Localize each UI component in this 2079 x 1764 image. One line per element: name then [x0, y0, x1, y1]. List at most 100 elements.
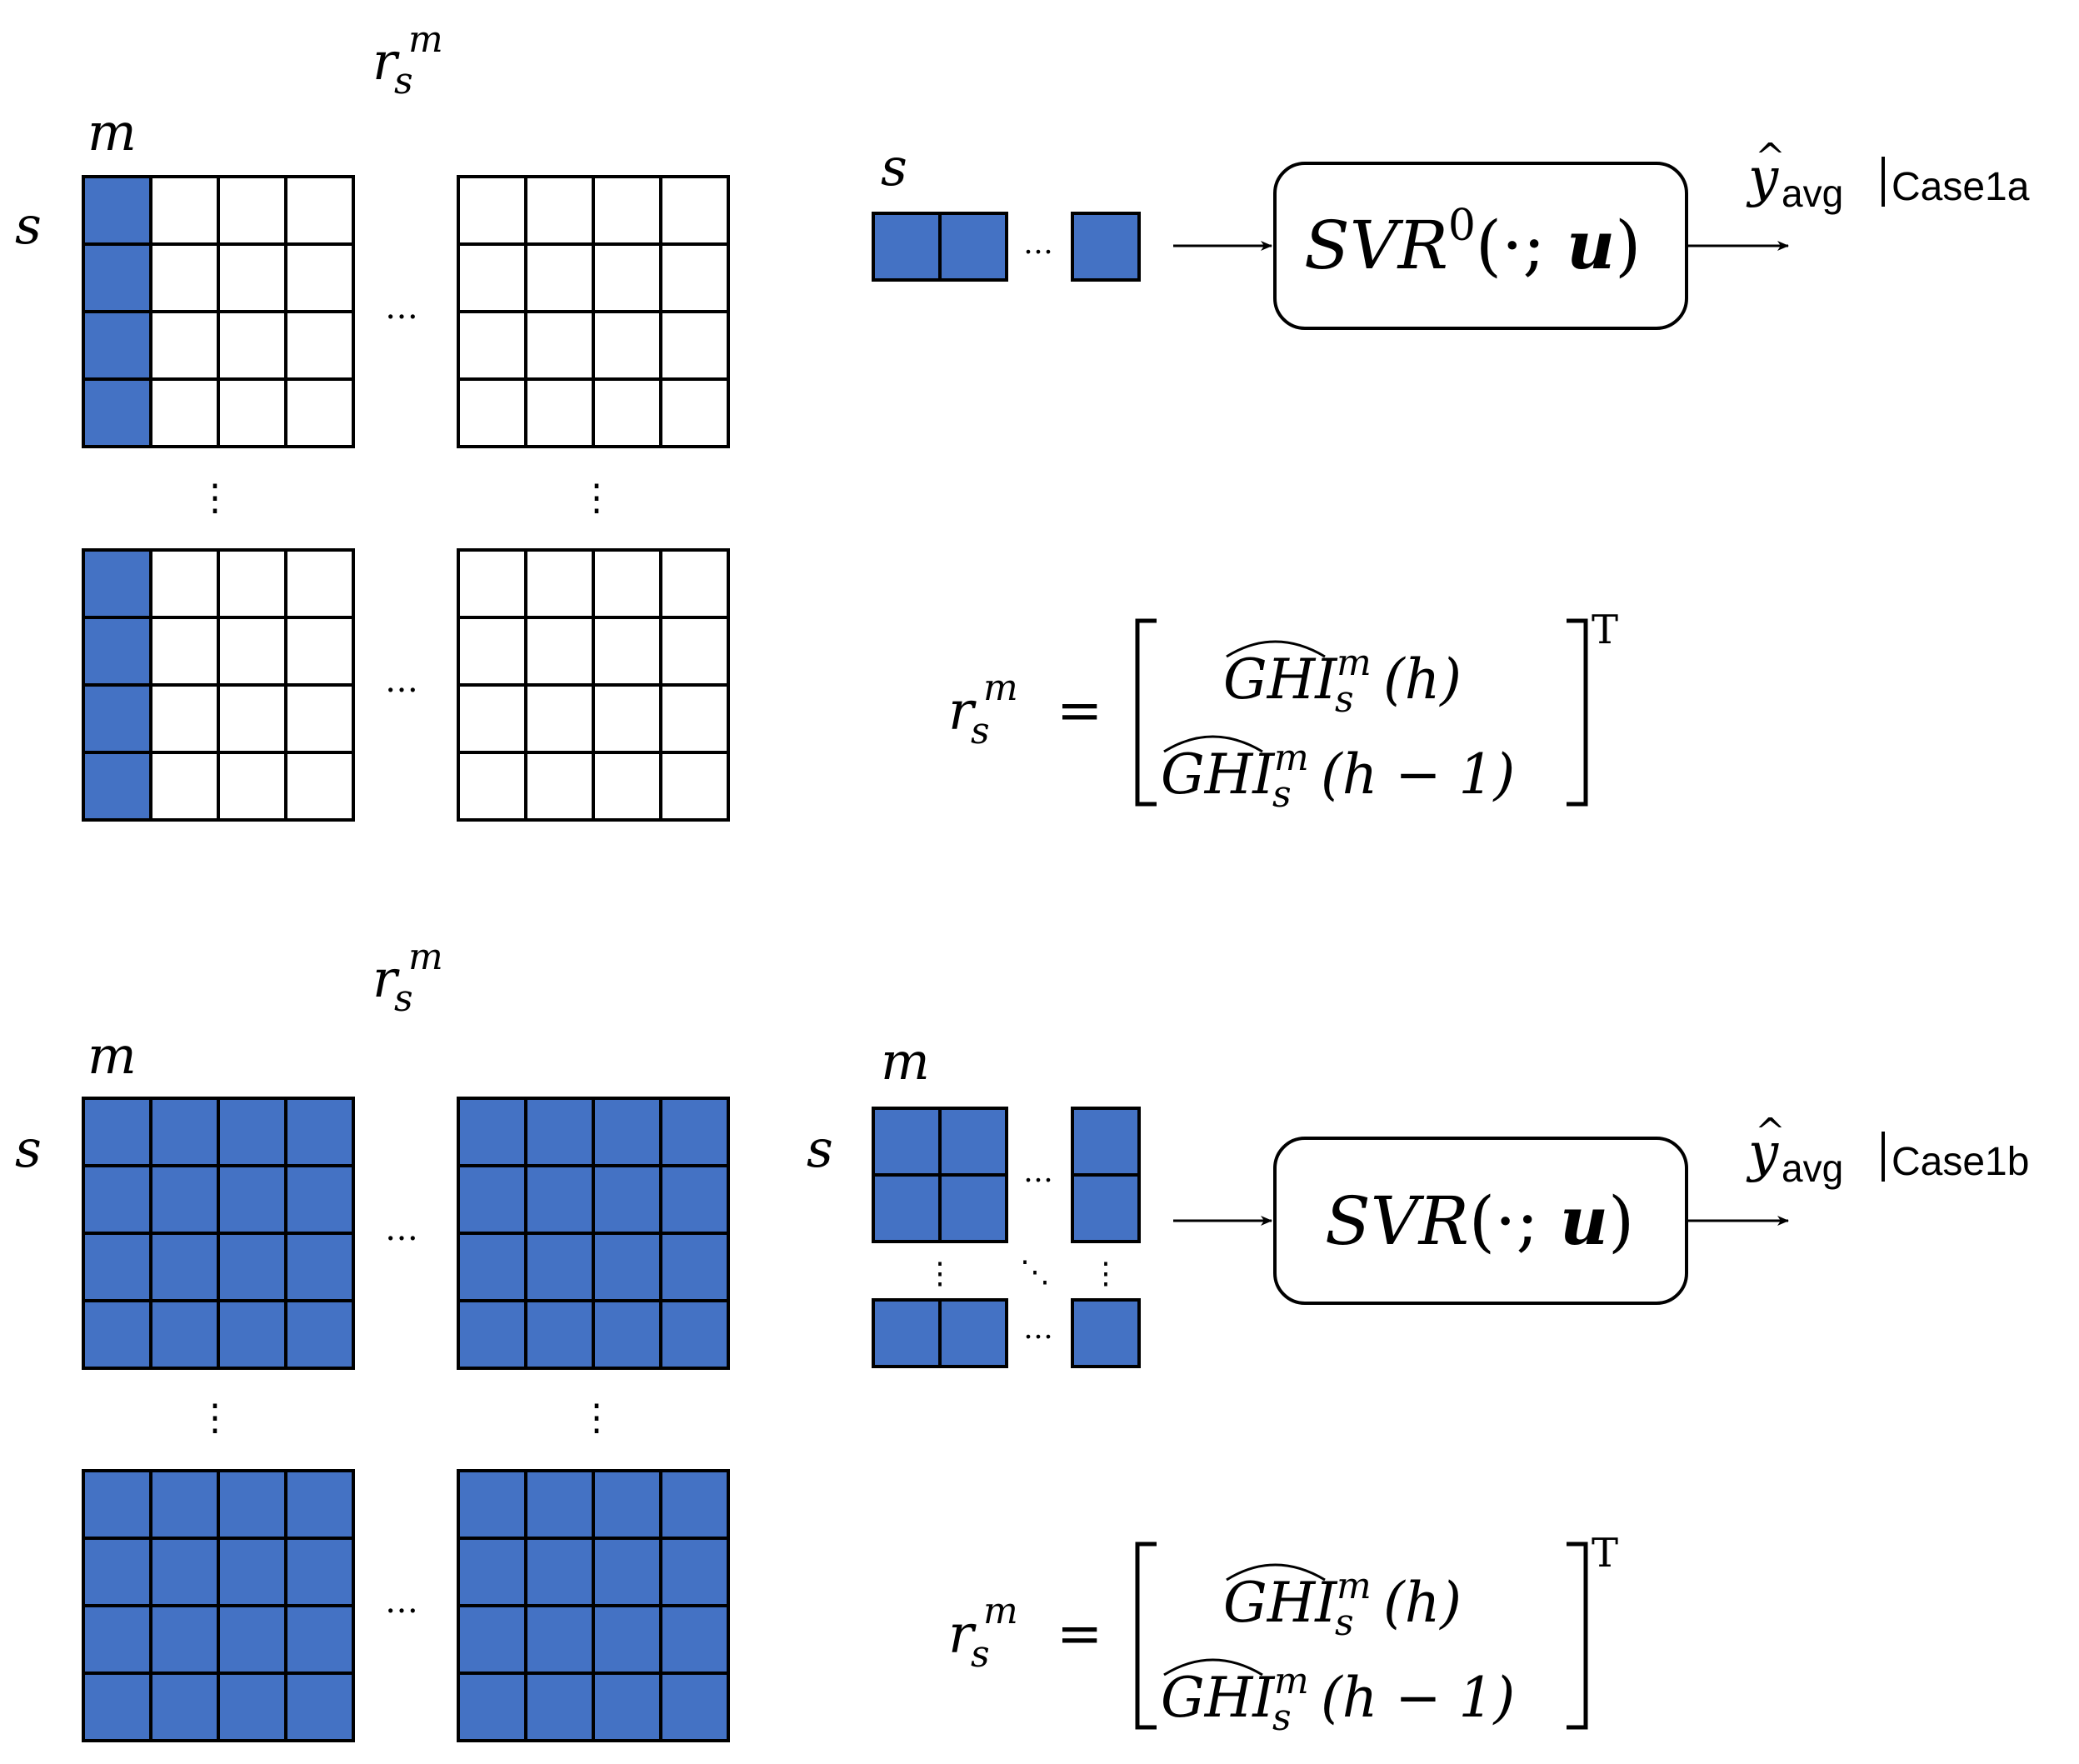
r-superscript: m — [408, 936, 443, 978]
matrix-cell — [217, 751, 287, 822]
model-args: (·; — [1469, 1182, 1560, 1260]
case1b-output-label: y ^ avg Case1b — [1746, 1111, 2029, 1190]
matrix-cell-selected — [457, 1537, 527, 1607]
case1a-matrix-grid — [82, 175, 730, 822]
matrix-cell — [149, 242, 220, 313]
feature-matrix — [457, 1469, 730, 1742]
matrix-cell-selected — [82, 751, 152, 822]
s-axis-label: s — [15, 195, 42, 256]
row1-superscript: m — [1337, 1565, 1372, 1607]
matrix-cell — [457, 377, 527, 448]
matrix-cell — [524, 242, 595, 313]
model-args: (·; — [1476, 207, 1567, 284]
matrix-cell-selected — [524, 1164, 595, 1235]
model-box-frame — [1273, 162, 1688, 330]
row2-subscript: s — [1272, 773, 1292, 816]
vector-s-label: s — [881, 137, 907, 197]
matrix-cell-selected — [82, 310, 152, 381]
vertical-ellipsis: ⋮ — [197, 477, 233, 519]
matrix-cell-selected — [217, 1232, 287, 1302]
matrix-cell-selected — [217, 1469, 287, 1540]
matrix-cell — [592, 548, 662, 619]
eq-r-subscript: s — [971, 1633, 990, 1676]
mini-cell — [938, 1107, 1008, 1177]
matrix-cell-selected — [659, 1164, 730, 1235]
matrix-cell — [524, 310, 595, 381]
matrix-cell-selected — [659, 1672, 730, 1742]
case-label: Case1a — [1892, 165, 2030, 209]
m-axis-label: m — [87, 102, 137, 162]
hat-accent — [1226, 1563, 1326, 1582]
matrix-cell — [217, 616, 287, 687]
row1-superscript: m — [1337, 642, 1372, 684]
horizontal-ellipsis: … — [1023, 1155, 1053, 1189]
matrix-cell — [149, 751, 220, 822]
mini-cell — [872, 1107, 942, 1177]
eq-r-base: r — [948, 1604, 977, 1666]
matrix-cell — [149, 175, 220, 246]
vertical-ellipsis: ⋮ — [197, 1397, 233, 1439]
svr0-model-box: SVR0(·; u) — [1273, 162, 1688, 330]
model-close: ) — [1615, 207, 1641, 284]
matrix-cell-selected — [524, 1537, 595, 1607]
row1-argument: (h) — [1383, 647, 1462, 712]
matrix-cell — [149, 548, 220, 619]
matrix-cell-selected — [149, 1469, 220, 1540]
matrix-cell — [457, 242, 527, 313]
matrix-cell — [284, 175, 355, 246]
right-bracket — [1567, 1542, 1588, 1730]
case1a-r-label: r s m — [372, 18, 443, 102]
horizontal-ellipsis: … — [1023, 227, 1053, 261]
horizontal-ellipsis: … — [1023, 1312, 1053, 1346]
matrix-cell-selected — [217, 1537, 287, 1607]
matrix-cell — [457, 175, 527, 246]
matrix-cell — [659, 751, 730, 822]
eq-equals: = — [1057, 678, 1102, 742]
matrix-cell-selected — [82, 242, 152, 313]
eq-r-superscript: m — [983, 667, 1018, 709]
mini-cell — [872, 1173, 942, 1243]
mini-cell — [1071, 1107, 1141, 1177]
matrix-cell — [659, 242, 730, 313]
matrix-cell-selected — [217, 1164, 287, 1235]
matrix-cell-selected — [659, 1299, 730, 1370]
case1b-matrix-grid — [82, 1097, 730, 1742]
matrix-cell-selected — [149, 1672, 220, 1742]
diagonal-ellipsis: ⋱ — [1020, 1255, 1050, 1289]
matrix-cell-selected — [149, 1299, 220, 1370]
matrix-cell — [284, 310, 355, 381]
feature-matrix — [82, 548, 355, 822]
y-subscript-avg: avg — [1782, 172, 1843, 215]
vertical-ellipsis: ⋮ — [1091, 1257, 1121, 1291]
matrix-cell-selected — [659, 1232, 730, 1302]
case1b-panel: r s m m s … … ⋮ ⋮ m s … … ⋮ ⋮ ⋱ — [15, 936, 2029, 1742]
case1b-input-matrix: … … ⋮ ⋮ ⋱ — [872, 1107, 1141, 1368]
matrix-cell — [524, 175, 595, 246]
hat-mark: ^ — [1755, 136, 1786, 178]
matrix-cell-selected — [284, 1537, 355, 1607]
feature-matrix — [82, 1469, 355, 1742]
matrix-cell — [659, 616, 730, 687]
matrix-cell-selected — [284, 1097, 355, 1167]
matrix-cell-selected — [82, 1469, 152, 1540]
case1a-input-vector: … — [872, 212, 1141, 282]
hat-mark: ^ — [1755, 1111, 1786, 1153]
matrix-cell — [592, 377, 662, 448]
model-close: ) — [1608, 1182, 1634, 1260]
matrix-cell — [457, 683, 527, 754]
model-u: u — [1560, 1182, 1608, 1260]
feature-matrix — [457, 548, 730, 822]
matrix-cell-selected — [457, 1164, 527, 1235]
matrix-cell-selected — [659, 1469, 730, 1540]
matrix-cell — [217, 377, 287, 448]
matrix-cell — [659, 310, 730, 381]
matrix-cell-selected — [659, 1604, 730, 1675]
matrix-cell-selected — [659, 1537, 730, 1607]
matrix-cell-selected — [82, 1537, 152, 1607]
matrix-cell — [592, 616, 662, 687]
r-base: r — [372, 31, 400, 92]
s-axis-label: s — [15, 1118, 42, 1179]
eq-r-superscript: m — [983, 1590, 1018, 1632]
row1-subscript: s — [1335, 1602, 1354, 1644]
